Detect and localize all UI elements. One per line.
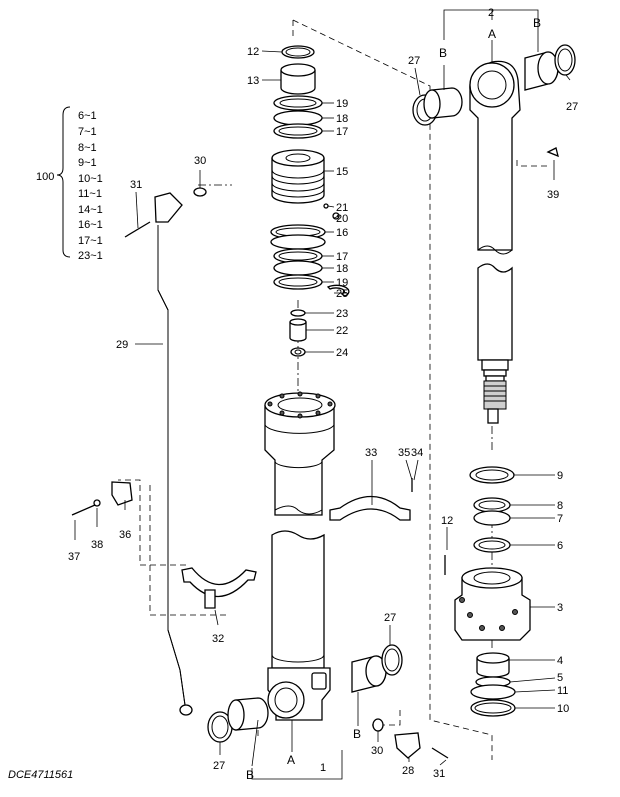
piston-seals [270,224,350,297]
callout-31: 31 [130,179,142,191]
callout-8: 8 [557,500,563,512]
marker-b: B [246,768,254,782]
callout-19: 19 [336,277,348,289]
callout-22: 22 [336,325,348,337]
clamps [181,495,411,609]
callout-17: 17 [336,251,348,263]
callout-27: 27 [384,612,396,624]
kit-group-labels: 100 6~1 7~1 8~1 9~1 10~1 11~1 14~1 16~1 … [36,110,103,262]
callout-27: 27 [213,760,225,772]
hydraulic-pipe [154,192,193,716]
kit-item: 10~1 [78,173,103,185]
piston [271,149,340,220]
callout-15: 15 [336,166,348,178]
callout-1: 1 [320,762,326,774]
callout-37: 37 [68,551,80,563]
kit-item: 8~1 [78,142,97,154]
callout-39: 39 [547,189,559,201]
kit-item: 17~1 [78,235,103,247]
callout-6: 6 [557,540,563,552]
callout-7: 7 [557,513,563,525]
callout-10: 10 [557,703,569,715]
callout-29: 29 [116,339,128,351]
top-seal-stack [273,45,323,139]
callout-34: 34 [411,447,423,459]
marker-b: B [533,16,541,30]
kit-item: 11~1 [78,188,102,200]
callout-3: 3 [557,602,563,614]
callout-2: 2 [488,7,494,19]
rod-head-seals [469,466,515,553]
callout-24: 24 [336,347,348,359]
callout-12: 12 [441,515,453,527]
marker-b: B [439,46,447,60]
callout-19: 19 [336,98,348,110]
kit-bracket [56,106,71,258]
marker-a: A [287,753,295,767]
head-lower-seals [470,652,516,717]
callout-17: 17 [336,126,348,138]
piston-nut [289,309,307,357]
callout-21: 21 [336,202,348,214]
rod-end-bushings [412,44,576,158]
kit-label: 100 [36,171,54,183]
callout-16: 16 [336,227,348,239]
callout-18: 18 [336,263,348,275]
callout-27: 27 [408,55,420,67]
callout-36: 36 [119,529,131,541]
callout-labels: 12 13 19 18 17 15 21 20 16 17 18 19 25 2… [68,7,578,782]
callout-23: 23 [336,308,348,320]
cylinder-head [454,567,531,641]
piston-rod [469,60,521,424]
kit-item: 9~1 [78,157,97,169]
callout-27: 27 [566,101,578,113]
cylinder-tube-upper [264,391,336,516]
leader-lines [74,9,571,780]
callout-30: 30 [371,745,383,757]
callout-35: 35 [398,447,410,459]
kit-item: 7~1 [78,126,97,138]
cylinder-tube-lower [267,530,331,721]
kit-item: 23~1 [78,250,103,262]
callout-33: 33 [365,447,377,459]
callout-4: 4 [557,655,563,667]
callout-9: 9 [557,470,563,482]
callout-20: 20 [336,213,348,225]
callout-13: 13 [247,75,259,87]
assembly-guide-lines [118,19,548,760]
callout-31: 31 [433,768,445,780]
callout-5: 5 [557,672,563,684]
kit-item: 16~1 [78,219,103,231]
callout-28: 28 [402,765,414,777]
kit-item: 6~1 [78,110,97,122]
fasteners [71,187,449,759]
callout-11: 11 [557,685,568,697]
kit-item: 14~1 [78,204,103,216]
callout-18: 18 [336,113,348,125]
callout-30: 30 [194,155,206,167]
callout-38: 38 [91,539,103,551]
figure-reference: DCE4711561 [8,769,73,781]
marker-a: A [488,27,496,41]
callout-25: 25 [336,288,348,300]
marker-b: B [353,727,361,741]
callout-32: 32 [212,633,224,645]
callout-12: 12 [247,46,259,58]
bottom-bushings [207,644,403,743]
